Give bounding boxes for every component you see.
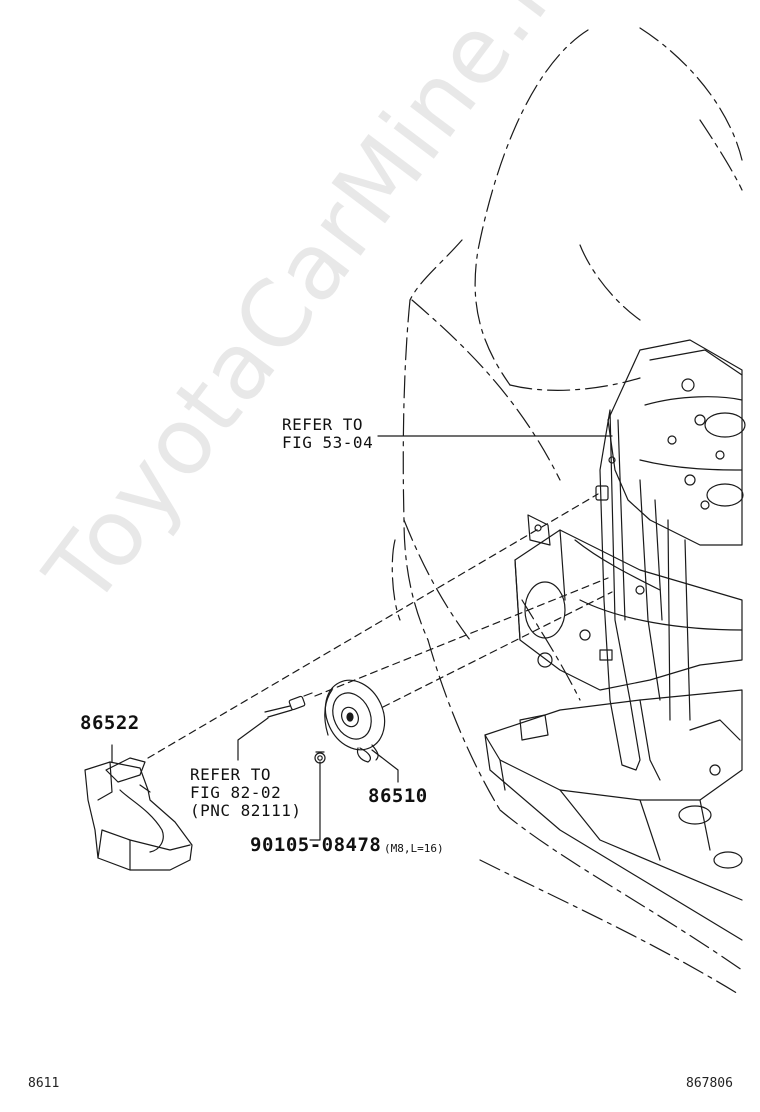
bracket-86522 <box>84 757 193 871</box>
refer-label-fig-82-02-line1: REFER TO <box>190 765 272 784</box>
wire-connector <box>264 692 313 718</box>
refer-label-fig-82-02-line3: (PNC 82111) <box>190 801 302 820</box>
bolt-90105 <box>314 751 326 764</box>
part-label-86522: 86522 <box>80 712 140 734</box>
vehicle-outline <box>391 27 743 996</box>
part-label-90105-08478: 90105-08478 <box>250 834 382 856</box>
part-label-86510: 86510 <box>368 785 428 807</box>
horn-86510 <box>324 679 386 763</box>
front-structure <box>484 339 746 941</box>
leader-lines <box>111 435 613 841</box>
bolt-spec-label: (M8,L=16) <box>384 842 444 855</box>
footer-right-code: 867806 <box>686 1076 733 1091</box>
refer-label-fig-82-02-line2: FIG 82-02 <box>190 783 282 802</box>
refer-label-fig-53-04-line1: REFER TO <box>282 415 364 434</box>
refer-label-fig-53-04-line2: FIG 53-04 <box>282 433 374 452</box>
install-lines <box>147 493 613 759</box>
footer-left-code: 8611 <box>28 1076 60 1091</box>
